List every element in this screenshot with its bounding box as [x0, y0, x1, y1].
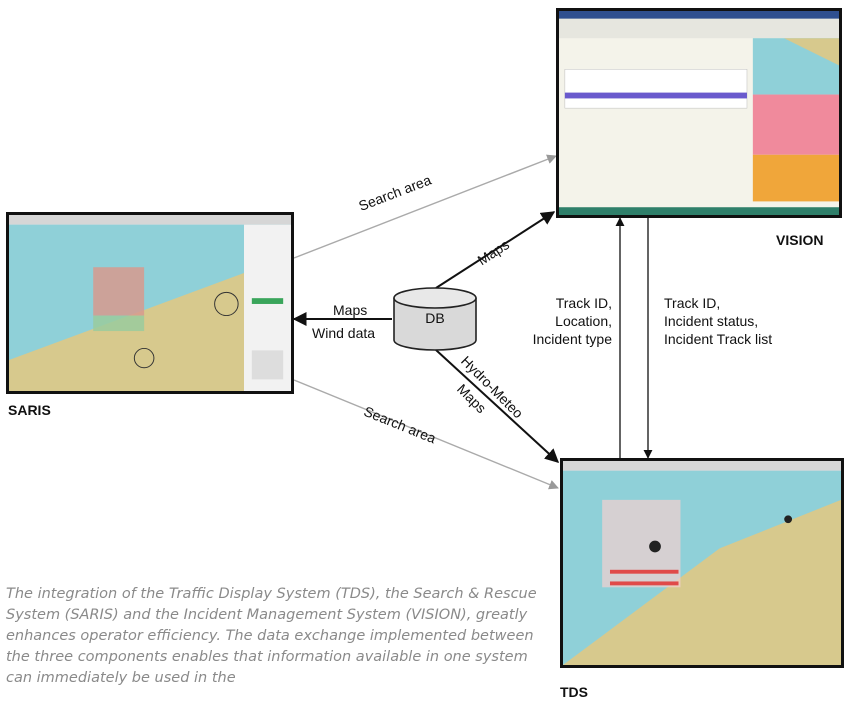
arrow-saris-vision: [293, 154, 557, 259]
label-vision-to-tds: Track ID, Incident status, Incident Trac…: [664, 294, 772, 348]
tds-map: [563, 461, 841, 665]
db-label: DB: [425, 310, 445, 326]
vision-screenshot: [556, 8, 842, 218]
label-line: Track ID,: [555, 295, 612, 311]
arrow-saris-tds: [293, 379, 559, 490]
caption-text: The integration of the Traffic Display S…: [6, 586, 537, 686]
saris-map: [9, 215, 291, 391]
db-cylinder: DB: [392, 286, 478, 352]
label-line: Track ID,: [664, 295, 721, 311]
label-tds-to-vision: Track ID, Location, Incident type: [520, 294, 612, 348]
arrow-db-tds: [435, 349, 560, 463]
saris-name: SARIS: [8, 402, 51, 418]
label-line: Location,: [555, 313, 612, 329]
label-line: Incident type: [532, 331, 612, 347]
label-wind-data: Wind data: [312, 325, 376, 341]
label-line: Incident Track list: [664, 331, 773, 347]
saris-screenshot: [6, 212, 294, 394]
label-maps-saris: Maps: [333, 302, 368, 318]
tds-name: TDS: [560, 684, 588, 700]
vision-app: [559, 11, 839, 215]
vision-name: VISION: [776, 232, 824, 248]
label-line: Incident status,: [664, 313, 759, 329]
tds-screenshot: [560, 458, 844, 668]
arrow-db-vision: [435, 211, 556, 289]
db-icon: [393, 287, 477, 351]
